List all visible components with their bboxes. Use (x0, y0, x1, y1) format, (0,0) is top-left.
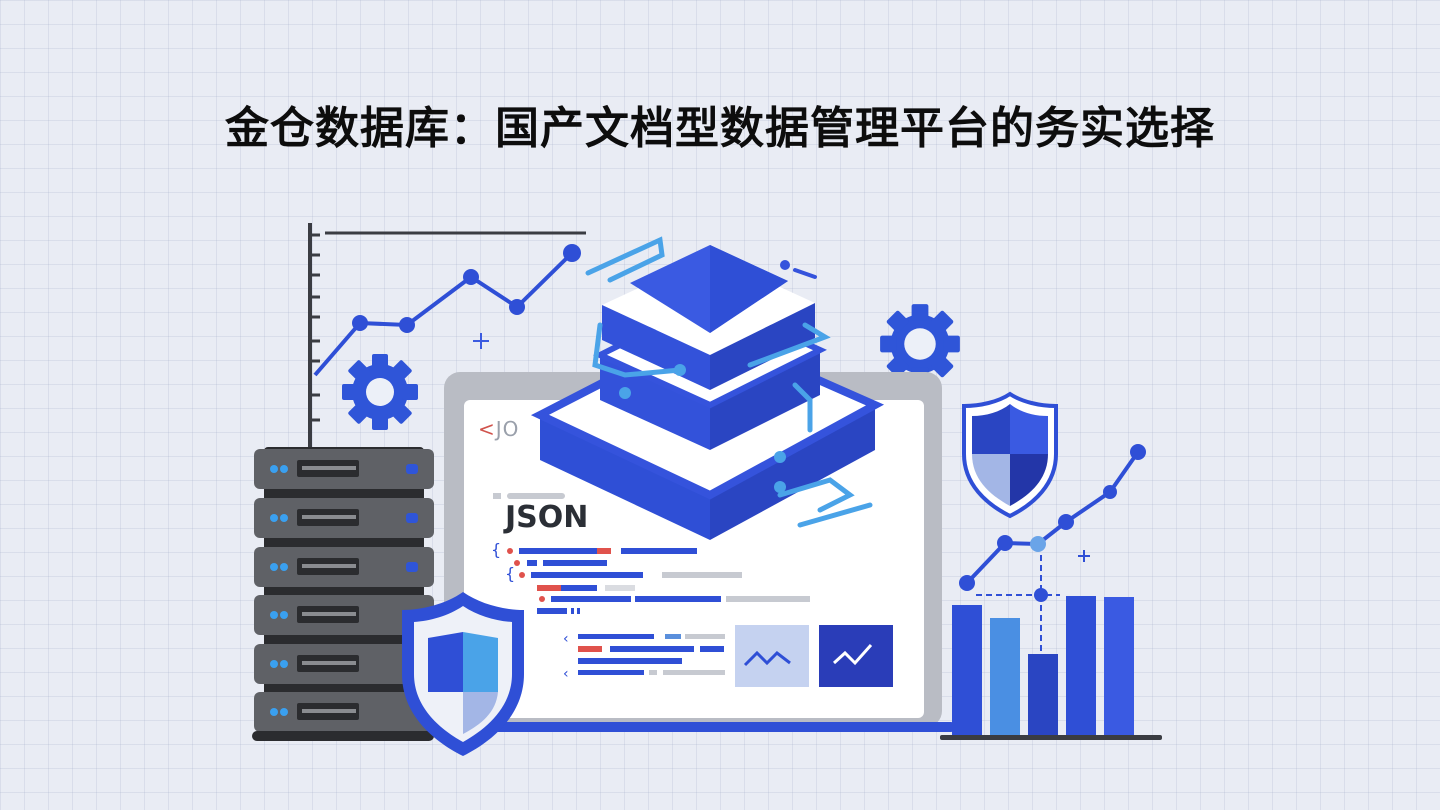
json-label: JSON (505, 500, 589, 535)
svg-text:{: { (505, 564, 515, 583)
shield-icon (962, 391, 1058, 519)
mini-chart-tiles (735, 625, 893, 687)
gear-icon (880, 304, 960, 384)
database-stack-icon (530, 236, 885, 540)
svg-text:{: { (491, 540, 501, 559)
brand-mark: <JO (478, 417, 520, 441)
svg-text:‹: ‹ (563, 666, 569, 682)
code-lines: { { ‹ ‹ (491, 493, 810, 682)
bar-chart-icon (940, 444, 1162, 740)
gear-icon (342, 354, 418, 430)
svg-text:‹: ‹ (563, 631, 569, 647)
line-chart-icon (308, 223, 586, 450)
server-rack-icon (252, 447, 434, 743)
shield-icon (402, 592, 524, 756)
page-title: 金仓数据库：国产文档型数据管理平台的务实选择 (225, 103, 1215, 154)
